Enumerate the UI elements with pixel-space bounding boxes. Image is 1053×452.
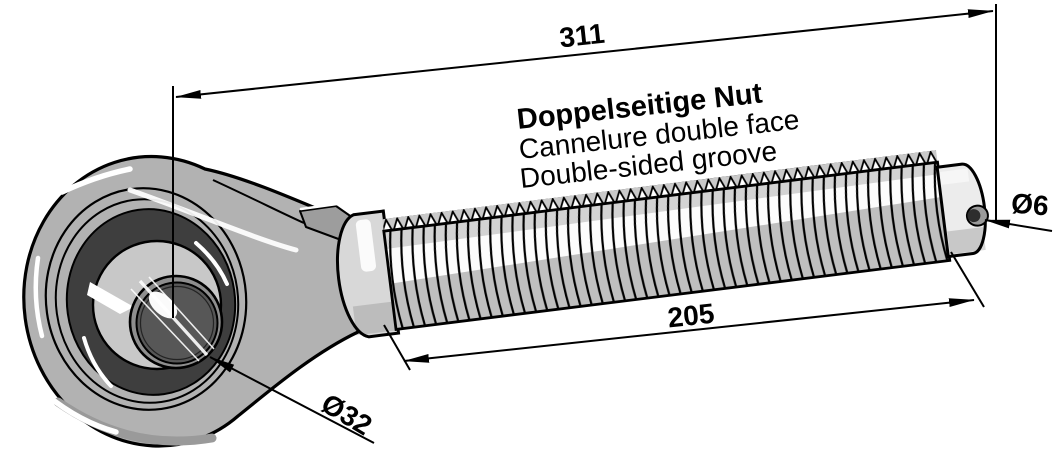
ext-line-right-thread <box>950 251 985 308</box>
seat-highlight-upper <box>194 241 229 286</box>
pin-end-highlight <box>939 168 970 185</box>
pin-end-shade <box>947 227 986 255</box>
eye-groove-ring-inner <box>54 198 240 404</box>
ball-streak-3 <box>130 288 200 362</box>
neck-highlight <box>127 187 299 253</box>
label-pin-hole-diameter: Ø6 <box>1010 187 1050 221</box>
thread-flank-lines <box>383 162 950 330</box>
collar-shade <box>352 301 397 336</box>
bore-lip-ring <box>139 285 215 361</box>
dim-line-overall <box>175 9 994 99</box>
eye-rim-highlight-top <box>59 166 133 195</box>
dimension-lines <box>172 4 1053 444</box>
eye-rim-highlight-bottom <box>45 393 119 435</box>
threaded-shaft <box>336 150 989 339</box>
dim-line-thread <box>403 298 975 363</box>
label-bore-diameter: Ø32 <box>316 388 377 442</box>
dim-value-thread-length: 205 <box>666 298 716 334</box>
ball-joint-eye <box>22 154 367 448</box>
leader-line-pin-hole <box>984 219 1053 232</box>
dim-value-overall-length: 311 <box>558 18 606 54</box>
eye-rim-highlight-left <box>33 255 45 339</box>
neck-facet-highlight <box>299 202 339 211</box>
ball-streak-2 <box>148 276 215 350</box>
collar <box>336 209 401 339</box>
seat-highlight-lower <box>82 336 113 388</box>
ball-flare-highlight <box>87 282 134 314</box>
thread-crest-teeth <box>382 150 938 234</box>
pin-hole <box>967 209 981 223</box>
collar-highlight <box>355 219 377 272</box>
leader-line-bore-diameter <box>209 356 375 444</box>
neck-fold-line <box>212 179 305 224</box>
